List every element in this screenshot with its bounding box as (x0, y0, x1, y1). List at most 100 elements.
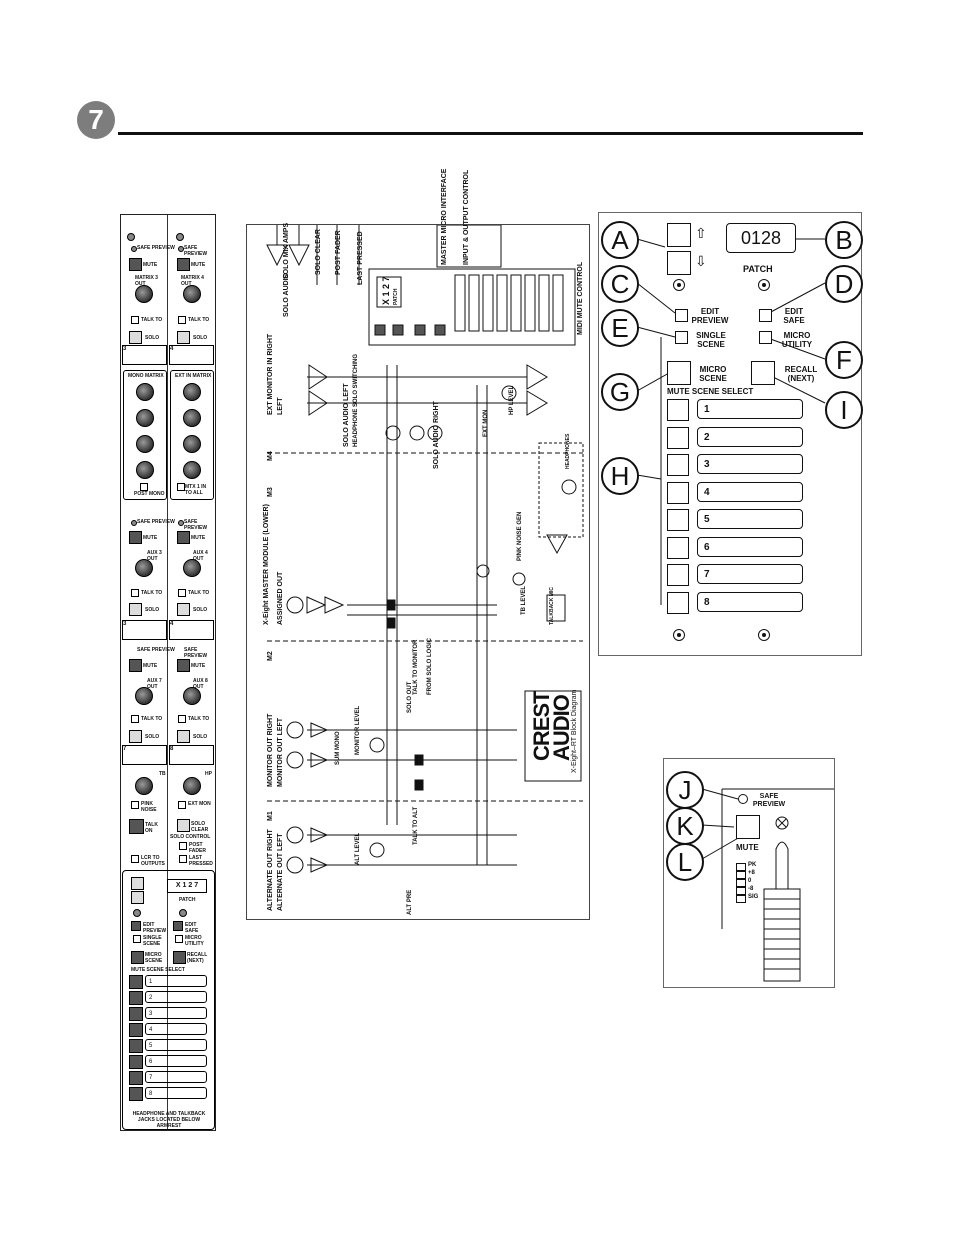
tb-level-knob[interactable] (135, 777, 153, 795)
patch-up-button[interactable] (667, 223, 691, 247)
talk-to-checkbox[interactable] (178, 589, 186, 597)
matrix3-level-knob[interactable] (135, 285, 153, 303)
mute-button[interactable] (177, 659, 190, 672)
mute-button[interactable] (129, 531, 142, 544)
solo-button[interactable] (129, 331, 142, 344)
micro-utility-button[interactable] (759, 331, 772, 344)
ext-in-knob-3[interactable] (183, 435, 201, 453)
edit-safe-button[interactable] (759, 309, 772, 322)
talk-to-checkbox[interactable] (178, 715, 186, 723)
patch-display: X 1 2 7 (167, 879, 207, 893)
header-rule (118, 132, 863, 135)
scene-select-button[interactable] (129, 1087, 143, 1101)
scene-select-button[interactable] (129, 1007, 143, 1021)
micro-utility-checkbox[interactable] (175, 935, 183, 943)
edit-safe-button[interactable] (173, 921, 183, 931)
recall-next-button[interactable] (751, 361, 775, 385)
scene-row[interactable]: 5 (129, 1039, 211, 1053)
scene-row[interactable]: 2 (129, 991, 211, 1005)
scene-select-button[interactable] (667, 591, 689, 614)
aux3-level-knob[interactable] (135, 559, 153, 577)
single-scene-checkbox[interactable] (133, 935, 141, 943)
talk-to-checkbox[interactable] (178, 316, 186, 324)
scene-row[interactable]: 1 (129, 975, 211, 989)
scene-select-button[interactable] (667, 564, 689, 586)
solo-button[interactable] (177, 730, 190, 743)
scene-select-button[interactable] (667, 536, 689, 559)
aux7-level-knob[interactable] (135, 687, 153, 705)
scene-select-button[interactable] (129, 1023, 143, 1037)
talk-to-label: TALK TO (141, 590, 163, 596)
scene-select-button[interactable] (129, 991, 143, 1005)
scene-select-button[interactable] (667, 399, 689, 421)
micro-scene-button[interactable] (667, 361, 691, 385)
talk-to-checkbox[interactable] (131, 316, 139, 324)
solo-button[interactable] (177, 331, 190, 344)
scene-select-button[interactable] (667, 426, 689, 449)
ext-in-knob-2[interactable] (183, 409, 201, 427)
monitor-out-right-label: MONITOR OUT RIGHT (267, 713, 274, 787)
mono-matrix-knob-3[interactable] (136, 435, 154, 453)
scene-select-button[interactable] (667, 481, 689, 504)
talk-to-label: TALK TO (188, 590, 210, 596)
scene-select-button[interactable] (667, 509, 689, 531)
talk-to-checkbox[interactable] (131, 589, 139, 597)
ext-mon-checkbox[interactable] (178, 801, 186, 809)
solo-button[interactable] (129, 730, 142, 743)
aux4-level-knob[interactable] (183, 559, 201, 577)
safe-preview-led (131, 520, 137, 526)
patch-up-button[interactable] (131, 877, 144, 890)
solo-button[interactable] (129, 603, 142, 616)
mono-matrix-knob-1[interactable] (136, 383, 154, 401)
micro-scene-button[interactable] (131, 951, 144, 964)
post-fader-checkbox[interactable] (179, 842, 187, 850)
talk-to-label: TALK TO (141, 716, 163, 722)
scene-row[interactable]: 3 (129, 1007, 211, 1021)
last-pressed-checkbox[interactable] (179, 855, 187, 863)
mtx1-to-all-checkbox[interactable] (177, 483, 185, 491)
post-mono-checkbox[interactable] (140, 483, 148, 491)
mute-button[interactable] (736, 815, 760, 839)
single-scene-button[interactable] (675, 331, 688, 344)
mute-button[interactable] (129, 258, 142, 271)
scene-name-field: 4 (697, 481, 803, 502)
edit-preview-button[interactable] (675, 309, 688, 322)
scene-select-button[interactable] (129, 1039, 143, 1053)
scene-select-button[interactable] (129, 1055, 143, 1069)
ext-in-knob-4[interactable] (183, 461, 201, 479)
callout-c: C (601, 265, 639, 303)
edit-preview-button[interactable] (131, 921, 141, 931)
mono-matrix-knob-2[interactable] (136, 409, 154, 427)
mtx1-to-all-label: MTX 1 IN TO ALL (185, 484, 207, 496)
recall-next-button[interactable] (173, 951, 186, 964)
mute-button[interactable] (177, 258, 190, 271)
patch-down-button[interactable] (667, 251, 691, 275)
midi-mute-section: X 1 2 7 PATCH EDIT PREVIEW EDIT SAFE SIN… (122, 870, 215, 1130)
pink-noise-checkbox[interactable] (131, 801, 139, 809)
scene-row[interactable]: 6 (129, 1055, 211, 1069)
alt-level-label: ALT LEVEL (355, 832, 361, 865)
patch-down-button[interactable] (131, 891, 144, 904)
matrix4-level-knob[interactable] (183, 285, 201, 303)
mute-button[interactable] (177, 531, 190, 544)
scene-row[interactable]: 7 (129, 1071, 211, 1085)
mute-button[interactable] (129, 659, 142, 672)
mute-label: MUTE (191, 262, 206, 268)
lcr-to-outputs-checkbox[interactable] (131, 855, 139, 863)
mono-matrix-knob-4[interactable] (136, 461, 154, 479)
ext-in-knob-1[interactable] (183, 383, 201, 401)
mono-matrix-label: MONO MATRIX (128, 373, 164, 379)
solo-clear-button[interactable] (177, 819, 190, 832)
aux8-level-knob[interactable] (183, 687, 201, 705)
scene-row[interactable]: 8 (129, 1087, 211, 1101)
talk-to-checkbox[interactable] (131, 715, 139, 723)
scene-select-button[interactable] (667, 454, 689, 476)
scene-select-button[interactable] (129, 1071, 143, 1085)
input-output-control-label: INPUT & OUTPUT CONTROL (463, 169, 470, 265)
midi-mute-panel-detail: A B C D E F G H I ⇧ ⇩ 0128 PATCH EDIT PR… (598, 212, 863, 656)
scene-row[interactable]: 4 (129, 1023, 211, 1037)
solo-button[interactable] (177, 603, 190, 616)
hp-level-knob[interactable] (183, 777, 201, 795)
talk-on-button[interactable] (129, 819, 144, 834)
scene-select-button[interactable] (129, 975, 143, 989)
